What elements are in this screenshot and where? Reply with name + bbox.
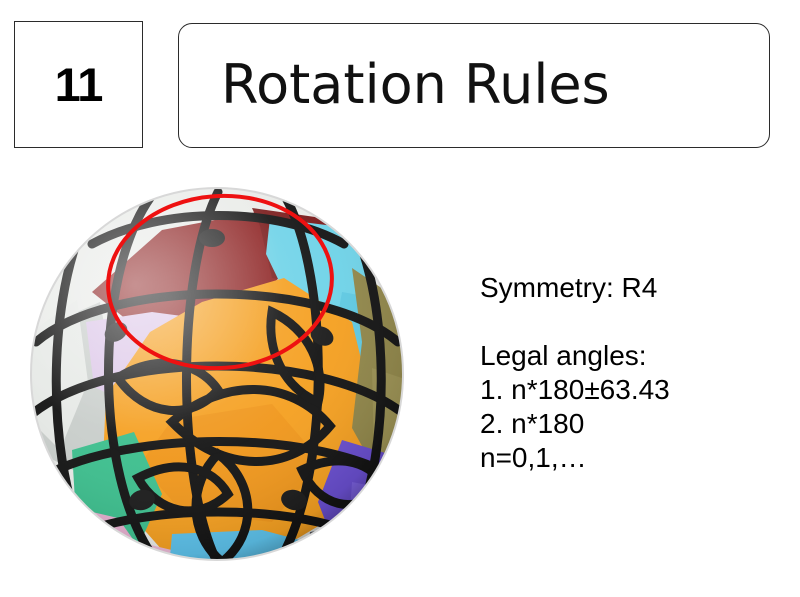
page-title: Rotation Rules [221, 53, 610, 117]
info-spacer [480, 305, 780, 339]
rotation-circle-annotation [106, 193, 334, 371]
puzzle-ball-figure [22, 182, 412, 572]
slide-number-label: 11 [54, 58, 104, 111]
sphere-outline [30, 187, 404, 561]
n-definition: n=0,1,… [480, 442, 587, 473]
sphere-facets [31, 188, 403, 572]
puzzle-ball-image [30, 187, 404, 572]
legal-angle-rule-2: 2. n*180 [480, 408, 585, 439]
facet-light-blue-2 [198, 566, 284, 572]
facet-gray-2 [322, 558, 378, 560]
sphere-highlight [31, 188, 403, 560]
legal-angles-heading: Legal angles: [480, 340, 647, 371]
symmetry-line: Symmetry: R4 [480, 272, 658, 303]
title-box: Rotation Rules [178, 23, 770, 148]
rotation-rules-info-block: Symmetry: R4 Legal angles: 1. n*180±63.4… [480, 271, 780, 475]
slide-number-box: 11 [14, 21, 143, 148]
legal-angle-rule-1: 1. n*180±63.43 [480, 374, 670, 405]
